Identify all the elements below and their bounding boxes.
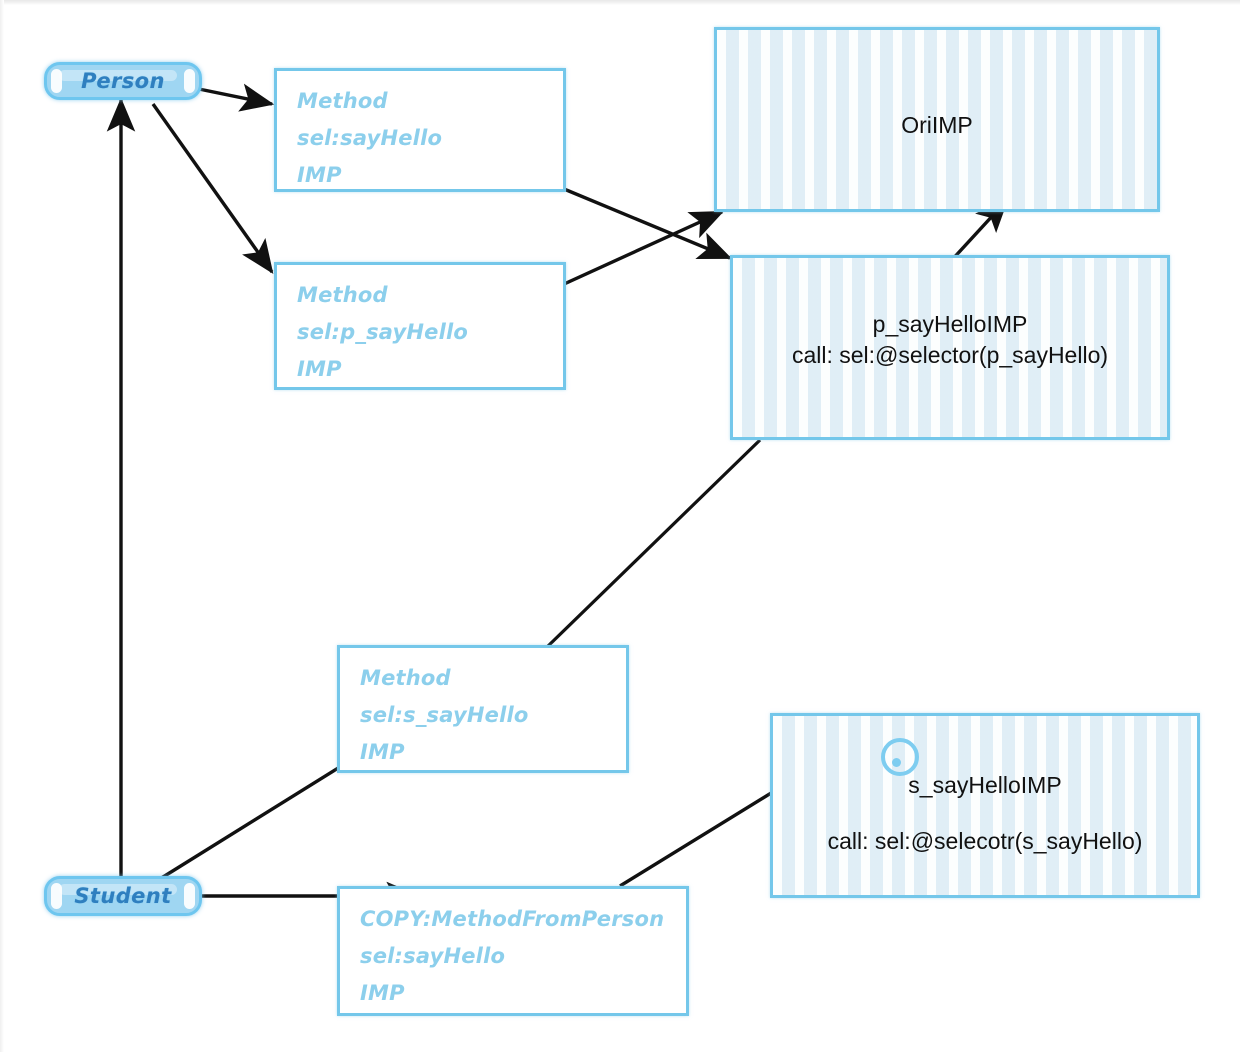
imp-box-s-sayhello-imp-title: s_sayHelloIMP (908, 772, 1062, 798)
edge-s-sayhello-to-p-imp (544, 438, 762, 650)
method-line-imp: IMP (297, 163, 342, 187)
pill-cap-right (184, 69, 195, 93)
method-box-person-p-sayhello[interactable]: Method sel:p_sayHello IMP (274, 262, 566, 390)
class-node-person[interactable]: Person (44, 62, 202, 100)
method-box-person-sayhello[interactable]: Method sel:sayHello IMP (274, 68, 566, 192)
class-node-student-label: Student (74, 884, 172, 908)
method-box-lines: Method sel:sayHello IMP (297, 83, 551, 194)
circle-dot-icon-ring (881, 738, 919, 776)
edge-person-to-p-sayhello (151, 103, 274, 274)
imp-box-p-sayhello-imp-title: p_sayHelloIMP (872, 311, 1028, 337)
method-line-kind: Method (297, 283, 388, 307)
method-box-lines: Method sel:p_sayHello IMP (297, 277, 551, 388)
pill-cap-left (51, 883, 62, 909)
class-node-person-label: Person (81, 69, 165, 93)
pill-gloss (59, 70, 177, 81)
method-box-student-s-sayhello[interactable]: Method sel:s_sayHello IMP (337, 645, 629, 773)
imp-box-p-sayhello-imp[interactable]: p_sayHelloIMP call: sel:@selector(p_sayH… (730, 255, 1170, 440)
method-line-selector: sel:p_sayHello (297, 320, 469, 344)
circle-dot-icon-dot (892, 758, 901, 767)
imp-box-s-sayhello-imp-call: call: sel:@selecotr(s_sayHello) (827, 828, 1143, 854)
pill-gloss (59, 884, 177, 895)
imp-box-ori-imp-label: OriIMP (901, 112, 973, 138)
top-edge-band (0, 0, 1240, 5)
method-line-kind: Method (360, 666, 451, 690)
method-line-imp: IMP (360, 740, 405, 764)
edge-p-sayhello-to-ori-imp (539, 210, 725, 297)
imp-box-p-sayhello-imp-call: call: sel:@selector(p_sayHello) (791, 342, 1109, 368)
edge-sayhello-to-p-imp (563, 187, 733, 260)
circle-dot-icon (881, 738, 919, 776)
pill-cap-left (51, 69, 62, 93)
method-line-kind: Method (297, 89, 388, 113)
method-box-lines: COPY:MethodFromPerson sel:sayHello IMP (360, 901, 674, 1012)
method-box-student-copy-sayhello[interactable]: COPY:MethodFromPerson sel:sayHello IMP (337, 886, 689, 1016)
method-line-selector: sel:sayHello (297, 126, 443, 150)
method-line-selector: sel:s_sayHello (360, 703, 529, 727)
imp-box-ori-imp[interactable]: OriIMP (714, 27, 1160, 212)
class-node-student[interactable]: Student (44, 876, 202, 916)
method-line-selector: sel:sayHello (360, 944, 506, 968)
method-line-imp: IMP (297, 357, 342, 381)
imp-box-s-sayhello-imp[interactable]: s_sayHelloIMP call: sel:@selecotr(s_sayH… (770, 713, 1200, 898)
left-edge-band (0, 0, 4, 1052)
edge-person-to-sayhello (193, 83, 275, 112)
method-box-lines: Method sel:s_sayHello IMP (360, 660, 614, 771)
method-line-imp: IMP (360, 981, 405, 1005)
method-line-kind: COPY:MethodFromPerson (360, 907, 665, 931)
pill-cap-right (184, 883, 195, 909)
